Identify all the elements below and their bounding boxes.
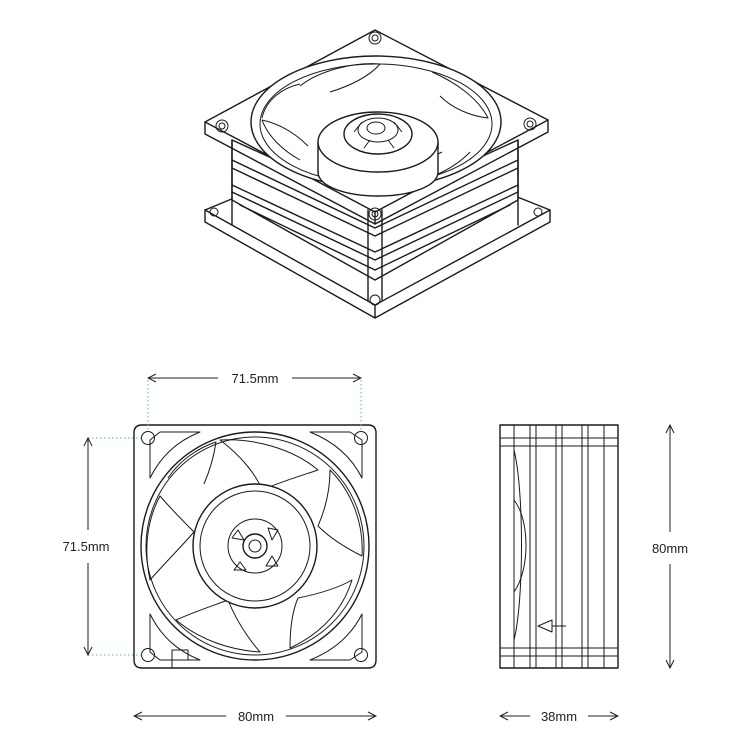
dimension-annotations: 71.5mm 71.5mm 80mm 80mm 38mm	[63, 371, 689, 724]
front-view	[133, 424, 377, 669]
side-view	[499, 424, 619, 669]
side-frame-outline	[499, 424, 619, 669]
dim-label-right-80: 80mm	[652, 541, 688, 556]
front-fan-blades	[146, 439, 363, 653]
front-hub	[192, 483, 318, 609]
dim-label-side-38: 38mm	[541, 709, 577, 724]
dim-label-bottom-80: 80mm	[238, 709, 274, 724]
dim-label-top-71-5: 71.5mm	[232, 371, 279, 386]
isometric-view	[204, 29, 551, 319]
front-fan-opening	[140, 431, 370, 661]
iso-top-frame	[204, 29, 549, 225]
dim-label-left-71-5: 71.5mm	[63, 539, 110, 554]
